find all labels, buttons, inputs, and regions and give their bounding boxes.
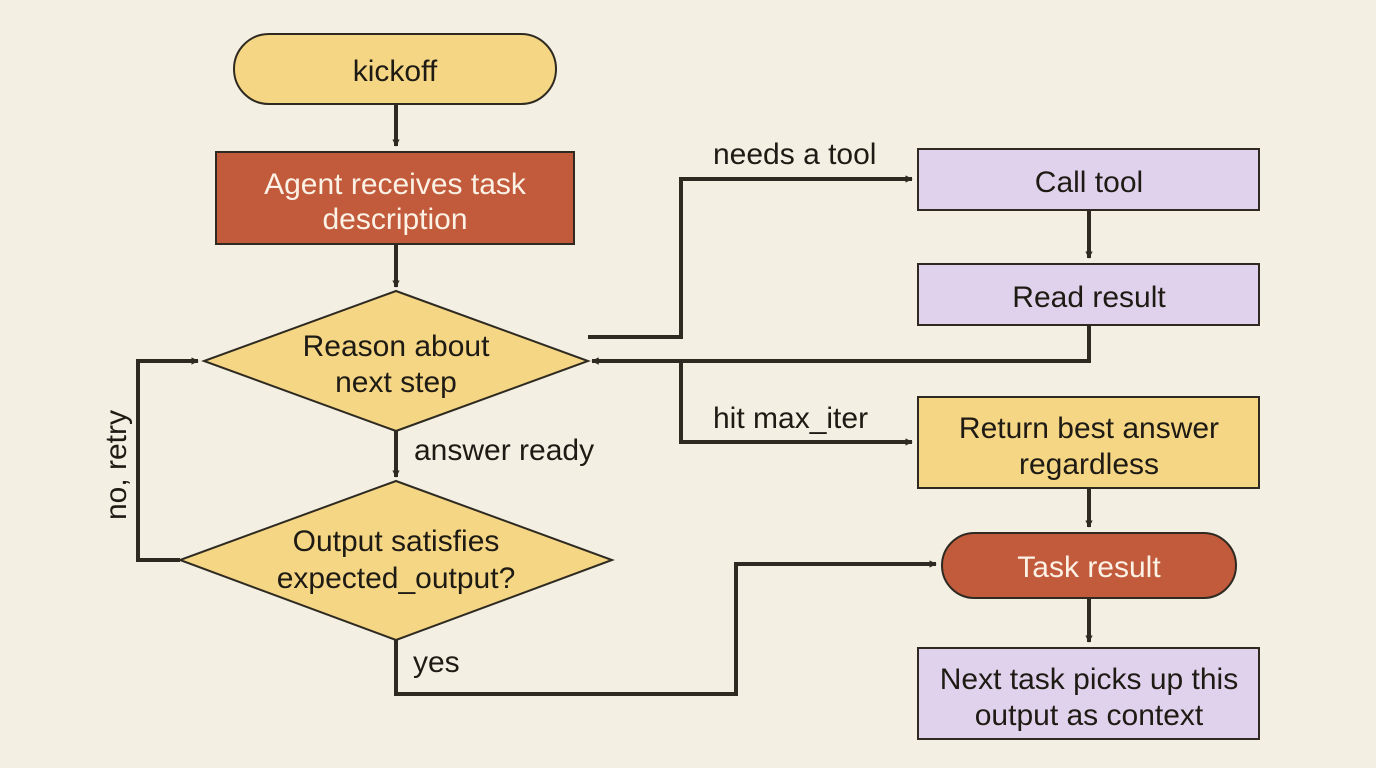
edge-label-needs-tool: needs a tool bbox=[713, 138, 876, 171]
edge-label-answer-ready: answer ready bbox=[414, 434, 594, 467]
node-output-check-line-1: Output satisfies bbox=[293, 525, 500, 558]
node-return-best-line-1: Return best answer bbox=[959, 412, 1219, 445]
node-next-task-line-2: output as context bbox=[975, 699, 1204, 732]
edge-output-check-to-task-result bbox=[394, 560, 937, 696]
edge-label-no-retry: no, retry bbox=[100, 410, 133, 520]
edge-read-result-to-reason bbox=[591, 325, 1091, 365]
edge-output-check-retry bbox=[136, 357, 199, 562]
edge-label-hit-max-iter: hit max_iter bbox=[713, 402, 868, 435]
node-task-result-label: Task result bbox=[1017, 551, 1161, 584]
node-call-tool-label: Call tool bbox=[1035, 166, 1143, 199]
edge-reason-to-return-best bbox=[679, 361, 913, 446]
node-agent-receives: Agent receives task description bbox=[215, 151, 575, 245]
node-reason-line-2: next step bbox=[335, 366, 457, 399]
node-kickoff-label: kickoff bbox=[353, 55, 438, 88]
node-return-best-line-2: regardless bbox=[1019, 448, 1159, 481]
node-reason-line-1: Reason about bbox=[303, 330, 490, 363]
node-kickoff: kickoff bbox=[233, 33, 557, 105]
node-read-result: Read result bbox=[917, 263, 1260, 326]
node-next-task: Next task picks up this output as contex… bbox=[917, 647, 1260, 740]
connectors bbox=[136, 104, 1093, 696]
node-agent-receives-line-1: Agent receives task bbox=[264, 168, 527, 201]
node-reason: Reason about next step bbox=[201, 289, 591, 433]
node-read-result-label: Read result bbox=[1012, 281, 1166, 314]
edge-reason-to-call-tool bbox=[588, 175, 913, 339]
node-return-best: Return best answer regardless bbox=[917, 396, 1260, 489]
edge-label-yes: yes bbox=[413, 646, 460, 679]
node-output-check: Output satisfies expected_output? bbox=[177, 479, 615, 642]
node-agent-receives-line-2: description bbox=[322, 203, 467, 236]
node-task-result: Task result bbox=[941, 532, 1237, 599]
node-next-task-line-1: Next task picks up this bbox=[940, 663, 1238, 696]
node-call-tool: Call tool bbox=[917, 148, 1260, 211]
node-output-check-line-2: expected_output? bbox=[277, 562, 516, 595]
